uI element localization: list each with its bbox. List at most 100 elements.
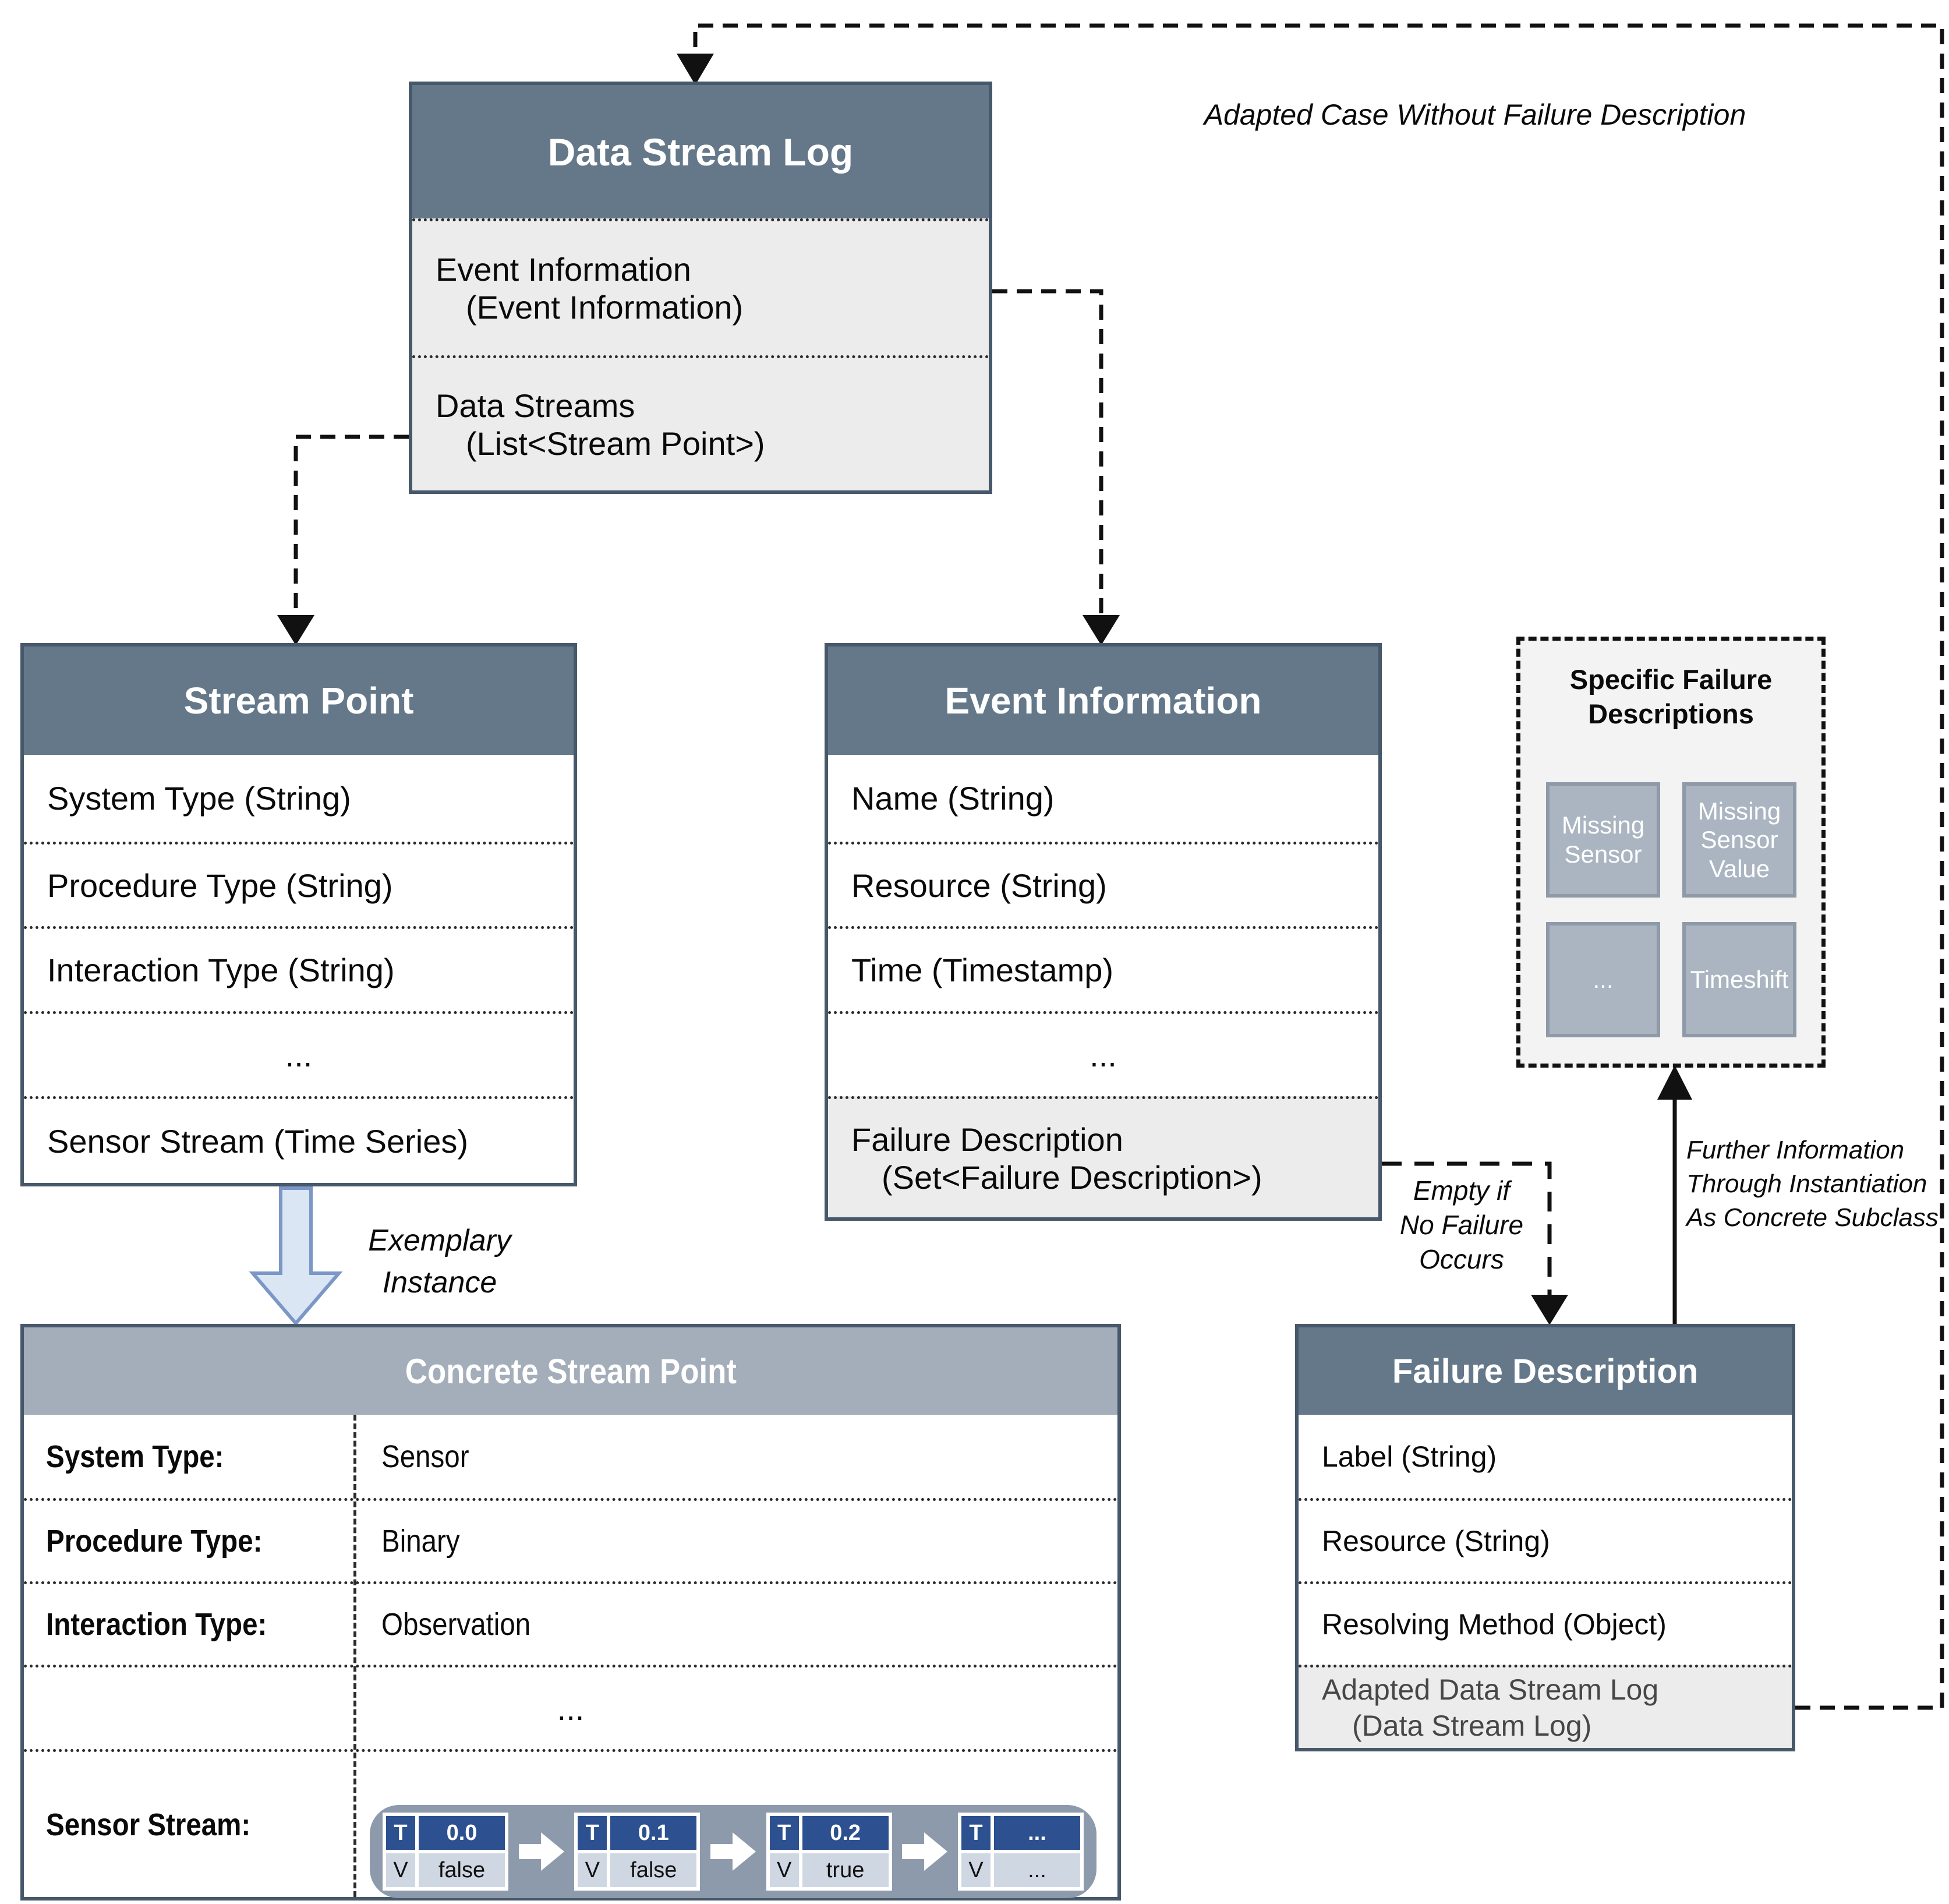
tile-ellipsis: ... <box>1546 922 1660 1037</box>
connector-data-streams <box>293 435 409 615</box>
label-line: Further Information <box>1686 1136 1905 1164</box>
stream-point-table-1: T 0.0 V false <box>383 1813 508 1891</box>
title-line: Specific Failure <box>1569 664 1773 695</box>
row-label: Procedure Type: <box>46 1524 263 1559</box>
row-interaction-type: Interaction Type: Observation <box>24 1581 1117 1665</box>
attr-line: (Set<Failure Description>) <box>882 1158 1262 1196</box>
t-value-cell: ... <box>993 1816 1080 1850</box>
tile-timeshift: Timeshift <box>1682 922 1796 1037</box>
specific-failures-title: Specific Failure Descriptions <box>1520 663 1821 732</box>
stream-point-table-2: T 0.1 V false <box>574 1813 701 1891</box>
attr-line: Failure Description <box>851 1121 1123 1158</box>
row-system-type: System Type: Sensor <box>24 1415 1117 1498</box>
arrowhead-into-event-information <box>1083 615 1120 645</box>
attr-line: Data Streams <box>436 387 635 424</box>
attr-line: (Event Information) <box>466 289 744 326</box>
v-header-cell: V <box>578 1853 607 1887</box>
attr-line: Resolving Method (Object) <box>1322 1608 1667 1641</box>
v-header-cell: V <box>961 1853 991 1887</box>
attr-line: (Data Stream Log) <box>1352 1709 1592 1742</box>
row-ellipsis: ... <box>24 1665 1117 1749</box>
t-header-cell: T <box>386 1816 415 1850</box>
concrete-column-divider <box>353 1415 356 1897</box>
stream-point-table-4: T ... V ... <box>957 1813 1084 1891</box>
attr-resource: Resource (String) <box>1299 1498 1792 1581</box>
t-value-cell: 0.2 <box>802 1816 889 1850</box>
stream-point-title: Stream Point <box>24 647 574 755</box>
t-header-cell: T <box>769 1816 799 1850</box>
attr-line: Name (String) <box>851 780 1055 817</box>
label-exemplary-instance: Exemplary Instance <box>335 1220 544 1304</box>
label-line: Exemplary <box>368 1224 511 1257</box>
attr-line: Event Information <box>436 251 691 288</box>
label-line: Occurs <box>1419 1244 1504 1274</box>
concrete-stream-point-title: Concrete Stream Point <box>24 1327 1117 1415</box>
t-value-cell: 0.1 <box>610 1816 697 1850</box>
attr-name: Name (String) <box>828 755 1378 842</box>
attr-line: Time (Timestamp) <box>851 952 1114 988</box>
arrowhead-into-specific-failures <box>1657 1065 1692 1100</box>
class-stream-point: Stream Point System Type (String) Proced… <box>20 643 577 1186</box>
attr-resource: Resource (String) <box>828 842 1378 926</box>
arrowhead-into-stream-point <box>277 615 314 645</box>
label-line: Through Instantiation <box>1686 1170 1927 1199</box>
failure-description-title: Failure Description <box>1299 1327 1792 1415</box>
attr-line: Resource (String) <box>851 867 1107 904</box>
row-label: Sensor Stream: <box>46 1807 251 1842</box>
label-line: No Failure <box>1399 1209 1524 1240</box>
attr-line: Sensor Stream (Time Series) <box>47 1122 468 1160</box>
attr-procedure-type: Procedure Type (String) <box>24 842 574 926</box>
attr-sensor-stream: Sensor Stream (Time Series) <box>24 1096 574 1183</box>
attr-line: Adapted Data Stream Log <box>1322 1673 1659 1706</box>
class-data-stream-log: Data Stream Log Event Information (Event… <box>409 82 992 494</box>
attr-line: Procedure Type (String) <box>47 867 393 904</box>
attr-event-information: Event Information (Event Information) <box>412 218 989 355</box>
row-value: Sensor <box>381 1439 469 1474</box>
arrowhead-into-data-stream-log <box>677 54 714 85</box>
tile-missing-sensor: Missing Sensor <box>1546 782 1660 898</box>
label-line: Instance <box>382 1265 497 1299</box>
row-procedure-type: Procedure Type: Binary <box>24 1498 1117 1581</box>
stream-point-table-3: T 0.2 V true <box>766 1813 892 1891</box>
specific-failure-descriptions-panel: Specific Failure Descriptions Missing Se… <box>1516 637 1826 1068</box>
row-value: ... <box>557 1690 585 1727</box>
tile-missing-sensor-value: Missing Sensor Value <box>1682 782 1796 898</box>
v-value-cell: ... <box>993 1853 1080 1887</box>
attr-resolving-method: Resolving Method (Object) <box>1299 1581 1792 1665</box>
title-line: Descriptions <box>1588 698 1754 729</box>
label-empty-if-no-failure: Empty if No Failure Occurs <box>1380 1174 1543 1277</box>
row-label: System Type: <box>46 1439 224 1474</box>
attr-line: ... <box>1090 1037 1117 1073</box>
arrowhead-into-failure-description <box>1531 1295 1568 1325</box>
v-header-cell: V <box>386 1853 415 1887</box>
attr-failure-description: Failure Description (Set<Failure Descrip… <box>828 1096 1378 1217</box>
class-event-information: Event Information Name (String) Resource… <box>825 643 1382 1221</box>
attr-label: Label (String) <box>1299 1415 1792 1498</box>
t-header-cell: T <box>961 1816 991 1850</box>
stream-right-arrow-icon <box>902 1832 948 1871</box>
sensor-stream-visual: T 0.0 V false T 0.1 V false T 0.2 V <box>370 1805 1096 1898</box>
label-line: As Concrete Subclass <box>1686 1203 1939 1232</box>
label-adapted-case: Adapted Case Without Failure Description <box>1204 98 1746 131</box>
v-value-cell: true <box>802 1853 889 1887</box>
label-line: Empty if <box>1413 1175 1511 1206</box>
row-label: Interaction Type: <box>46 1607 267 1642</box>
class-failure-description: Failure Description Label (String) Resou… <box>1295 1324 1795 1751</box>
attr-adapted-data-stream-log: Adapted Data Stream Log (Data Stream Log… <box>1299 1665 1792 1748</box>
t-value-cell: 0.0 <box>419 1816 505 1850</box>
row-sensor-stream: Sensor Stream: <box>24 1749 1117 1897</box>
attr-line: Label (String) <box>1322 1440 1497 1473</box>
attr-line: ... <box>285 1037 313 1073</box>
attr-line: System Type (String) <box>47 780 351 817</box>
attr-system-type: System Type (String) <box>24 755 574 842</box>
stream-right-arrow-icon <box>518 1832 564 1871</box>
attr-line: (List<Stream Point>) <box>466 425 765 462</box>
t-header-cell: T <box>578 1816 607 1850</box>
row-value: Binary <box>381 1524 460 1559</box>
attr-line: Resource (String) <box>1322 1525 1550 1557</box>
v-header-cell: V <box>769 1853 799 1887</box>
v-value-cell: false <box>419 1853 505 1887</box>
event-information-title: Event Information <box>828 647 1378 755</box>
title-text: Concrete Stream Point <box>405 1351 737 1391</box>
